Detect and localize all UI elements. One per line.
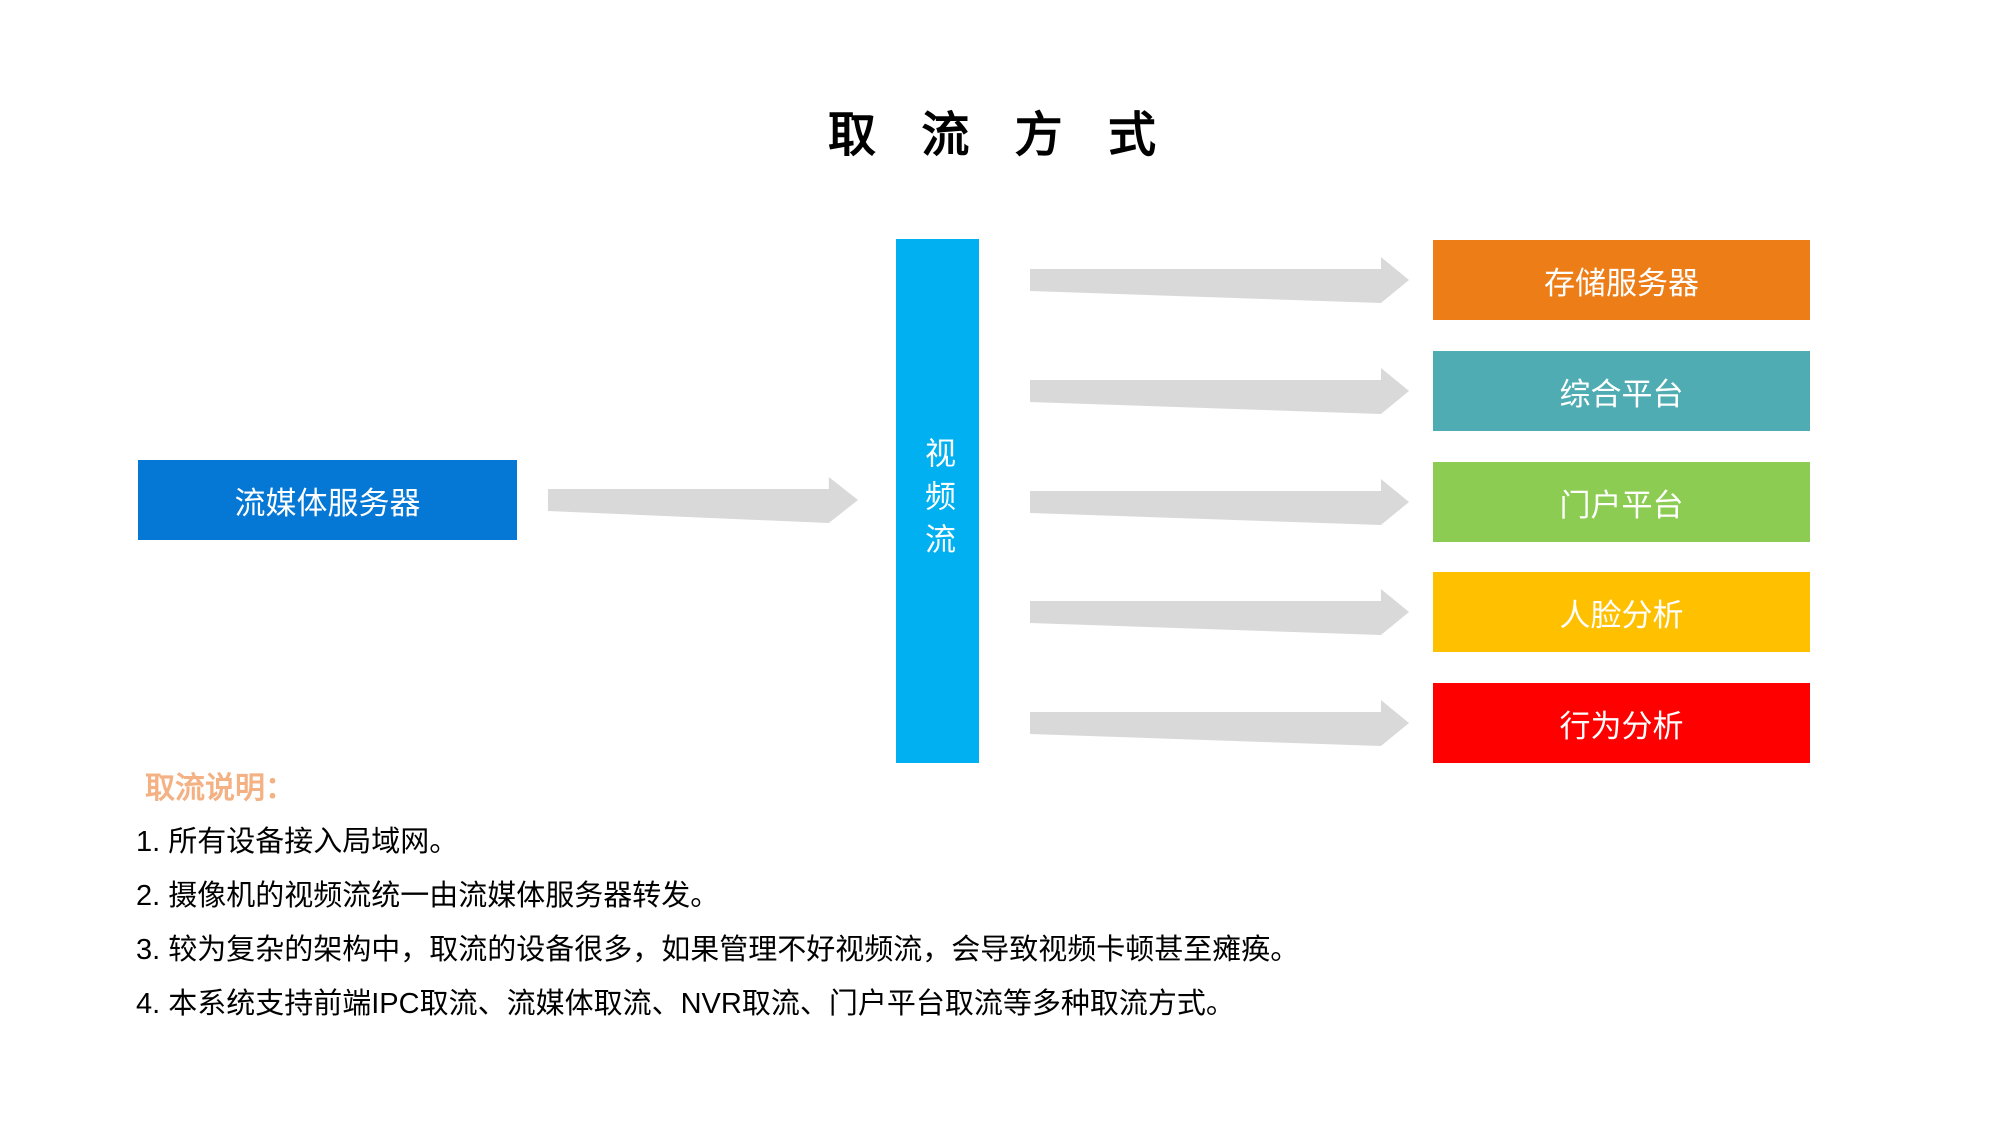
- flow-arrow-to-integrated-platform: [1030, 368, 1409, 414]
- target-box-label: 人脸分析: [1559, 597, 1684, 633]
- stream-bar-label: 视频流: [920, 436, 955, 566]
- flow-arrow-source-to-stream: [548, 477, 858, 523]
- flow-arrow-to-storage-server: [1030, 257, 1409, 303]
- flow-arrow-to-behavior-analysis: [1030, 700, 1409, 746]
- target-box-label: 存储服务器: [1544, 265, 1699, 301]
- target-box-portal-platform: 门户平台: [1433, 462, 1810, 542]
- note-item-4: 4. 本系统支持前端IPC取流、流媒体取流、NVR取流、门户平台取流等多种取流方…: [136, 988, 1235, 1020]
- target-box-label: 行为分析: [1559, 708, 1684, 744]
- note-item-1: 1. 所有设备接入局域网。: [136, 826, 459, 858]
- target-box-behavior-analysis: 行为分析: [1433, 683, 1810, 763]
- flow-arrow-to-face-analysis: [1030, 589, 1409, 635]
- page-title: 取 流 方 式: [827, 109, 1172, 162]
- note-item-3: 3. 较为复杂的架构中，取流的设备很多，如果管理不好视频流，会导致视频卡顿甚至瘫…: [136, 934, 1300, 966]
- target-box-face-analysis: 人脸分析: [1433, 572, 1810, 652]
- stream-bar-video-stream: 视频流: [896, 239, 979, 763]
- notes-heading: 取流说明：: [145, 772, 295, 805]
- flow-arrow-to-portal-platform: [1030, 479, 1409, 525]
- source-box-streaming-media-server: 流媒体服务器: [138, 460, 517, 540]
- target-box-storage-server: 存储服务器: [1433, 240, 1810, 320]
- note-item-2: 2. 摄像机的视频流统一由流媒体服务器转发。: [136, 880, 720, 912]
- target-box-label: 门户平台: [1559, 487, 1684, 523]
- source-box-label: 流媒体服务器: [234, 485, 421, 521]
- target-box-label: 综合平台: [1559, 376, 1684, 412]
- target-box-integrated-platform: 综合平台: [1433, 351, 1810, 431]
